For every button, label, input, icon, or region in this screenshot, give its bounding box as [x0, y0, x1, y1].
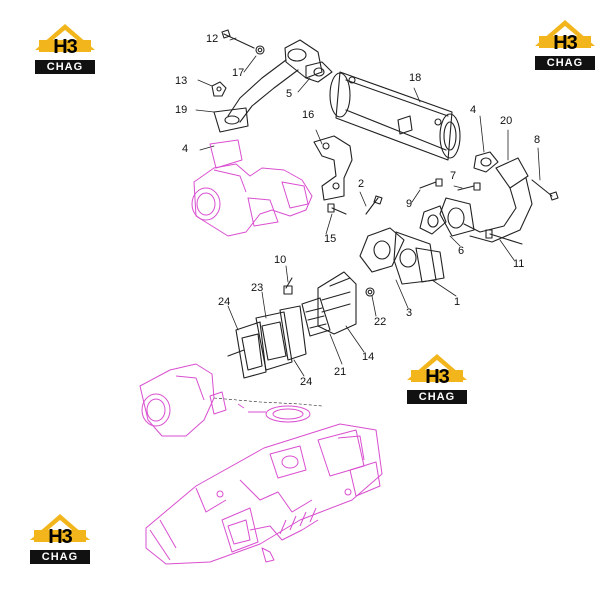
brand-logo-top-right: H3 CHAG: [533, 18, 597, 76]
bolt-8: [531, 179, 559, 201]
egr-pipe-upper: [213, 39, 323, 133]
bolt-12: [221, 29, 255, 49]
bolt-15: [327, 203, 347, 215]
callout-6: 6: [458, 245, 465, 257]
egr-valve-1: [393, 231, 445, 285]
brand-logo-top-left: H3 CHAG: [33, 22, 97, 80]
callout-7: 7: [450, 170, 457, 182]
callout-18: 18: [409, 72, 422, 84]
callout-21: 21: [334, 366, 347, 378]
logo-plate-text: CHAG: [407, 390, 467, 404]
gasket-3: [359, 227, 405, 273]
gasket-6: [419, 205, 447, 235]
callout-19: 19: [175, 104, 188, 116]
bolt-7: [457, 182, 481, 191]
callout-24-left: 24: [218, 296, 231, 308]
house-roof-icon: [535, 20, 595, 48]
callout-8: 8: [534, 134, 541, 146]
logo-plate-text: CHAG: [35, 60, 95, 74]
bolt-24: [227, 349, 245, 357]
callout-13: 13: [175, 75, 188, 87]
engine-outline: [139, 139, 383, 565]
logo-mark-text: H3: [425, 366, 450, 388]
gasket-24-left: [235, 321, 267, 379]
callout-11: 11: [513, 258, 525, 270]
bolt-9: [419, 178, 443, 189]
washer-22: [365, 287, 375, 297]
callout-16: 16: [302, 109, 315, 121]
callout-17: 17: [232, 67, 245, 79]
adapter-23: [255, 311, 293, 371]
house-roof-icon: [35, 24, 95, 52]
callout-9: 9: [406, 198, 413, 210]
callout-14: 14: [362, 351, 375, 363]
bolt-11: [485, 229, 523, 245]
house-roof-icon: [407, 354, 467, 382]
washer-17: [255, 45, 265, 55]
callout-12: 12: [206, 33, 219, 45]
callout-15: 15: [324, 233, 337, 245]
callout-1: 1: [454, 296, 461, 308]
gasket-24-right: [279, 305, 307, 361]
brand-logo-bottom-left: H3 CHAG: [28, 512, 92, 570]
callout-20: 20: [500, 115, 513, 127]
callout-2: 2: [358, 178, 365, 190]
logo-plate-text: CHAG: [535, 56, 595, 70]
bracket-16: [313, 135, 353, 201]
egr-pipe-right: [439, 157, 533, 243]
house-roof-icon: [30, 514, 90, 542]
callout-10: 10: [274, 254, 287, 266]
callout-4-right: 4: [470, 104, 477, 116]
logo-mark-text: H3: [48, 526, 73, 548]
bolt-2: [365, 195, 383, 215]
logo-plate-text: CHAG: [30, 550, 90, 564]
nut-13: [211, 81, 227, 97]
callout-22: 22: [374, 316, 387, 328]
callout-4-left: 4: [182, 143, 189, 155]
gasket-5: [305, 61, 333, 83]
callout-24-right: 24: [300, 376, 313, 388]
logo-mark-text: H3: [553, 32, 578, 54]
gasket-4-right: [473, 151, 499, 173]
egr-cooler: [329, 71, 461, 161]
callout-3: 3: [406, 307, 413, 319]
gasket-21: [301, 297, 331, 337]
logo-mark-text: H3: [53, 36, 78, 58]
callout-5: 5: [286, 88, 293, 100]
bolt-10: [283, 277, 293, 295]
callout-23: 23: [251, 282, 264, 294]
brand-logo-middle: H3 CHAG: [405, 352, 469, 410]
leader-lines: [195, 37, 541, 377]
